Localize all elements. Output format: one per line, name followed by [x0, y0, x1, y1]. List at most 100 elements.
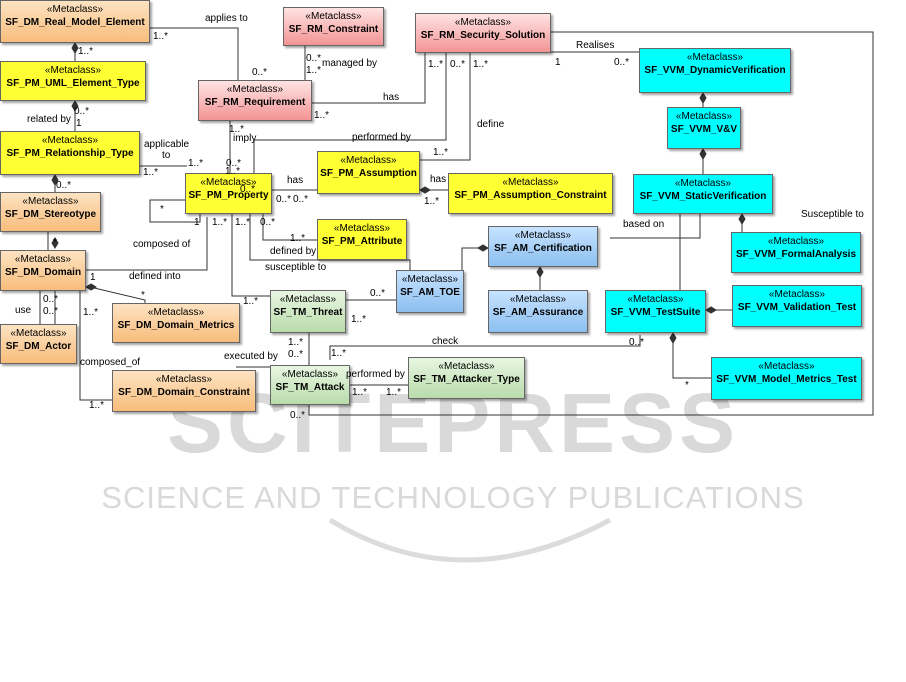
class-pm-attribute[interactable]: «Metaclass» SF_PM_Attribute — [317, 219, 407, 260]
multiplicity: 0..* — [293, 194, 309, 205]
class-real-model-element[interactable]: «Metaclass» SF_DM_Real_Model_Element — [0, 0, 150, 43]
multiplicity: 1..* — [78, 46, 94, 57]
class-vvm-static-verification[interactable]: «Metaclass» SF_VVM_StaticVerification — [633, 174, 773, 214]
multiplicity: 1..* — [225, 166, 241, 177]
multiplicity: 1..* — [428, 59, 444, 70]
class-name: SF_VVM_StaticVerification — [639, 191, 767, 202]
class-name: SF_VVM_FormalAnalysis — [735, 249, 857, 260]
multiplicity: 1..* — [229, 124, 245, 135]
stereotype-label: «Metaclass» — [14, 254, 72, 265]
class-dm-domain-constraint[interactable]: «Metaclass» SF_DM_Domain_Constraint — [112, 370, 256, 412]
multiplicity: 0..* — [240, 184, 256, 195]
multiplicity: * — [53, 237, 57, 248]
assoc-label-to: to — [162, 150, 171, 161]
class-name: SF_TM_Attacker_Type — [413, 374, 520, 385]
stereotype-label: «Metaclass» — [674, 178, 732, 189]
stereotype-label: «Metaclass» — [675, 111, 733, 122]
multiplicity: 0..* — [43, 294, 59, 305]
class-dm-stereotype[interactable]: «Metaclass» SF_DM_Stereotype — [0, 192, 101, 232]
multiplicity: 1..* — [351, 314, 367, 325]
assoc-label-realises: Realises — [576, 40, 615, 51]
assoc-label-has-constraint: has — [430, 174, 447, 185]
class-name: SF_PM_Assumption — [320, 168, 417, 179]
class-am-assurance[interactable]: «Metaclass» SF_AM_Assurance — [488, 290, 588, 333]
multiplicity: 1 — [194, 217, 200, 228]
stereotype-label: «Metaclass» — [340, 155, 397, 166]
multiplicity: 0..* — [629, 337, 645, 348]
stereotype-label: «Metaclass» — [333, 223, 391, 234]
class-vvm-model-metrics-test[interactable]: «Metaclass» SF_VVM_Model_Metrics_Test — [711, 357, 862, 400]
class-vvm-dynamic-verification[interactable]: «Metaclass» SF_VVM_DynamicVerification — [639, 48, 791, 93]
class-vvm-formal-analysis[interactable]: «Metaclass» SF_VVM_FormalAnalysis — [731, 232, 861, 273]
class-tm-threat[interactable]: «Metaclass» SF_TM_Threat — [270, 290, 346, 333]
class-uml-element-type[interactable]: «Metaclass» SF_PM_UML_Element_Type — [0, 61, 146, 101]
stereotype-label: «Metaclass» — [281, 369, 339, 380]
stereotype-label: «Metaclass» — [22, 196, 79, 207]
class-name: SF_AM_Assurance — [492, 307, 584, 318]
class-name: SF_VVM_DynamicVerification — [644, 65, 786, 76]
stereotype-label: «Metaclass» — [10, 328, 67, 339]
stereotype-label: «Metaclass» — [758, 361, 815, 372]
class-vvm-validation-test[interactable]: «Metaclass» SF_VVM_Validation_Test — [732, 285, 862, 327]
assoc-label-imply: imply — [233, 133, 257, 144]
multiplicity: 1..* — [424, 196, 440, 207]
stereotype-label: «Metaclass» — [305, 11, 362, 22]
multiplicity: 1..* — [153, 31, 169, 42]
class-tm-attacker-type[interactable]: «Metaclass» SF_TM_Attacker_Type — [408, 357, 525, 399]
class-name: SF_DM_Actor — [5, 341, 72, 352]
class-vvm-testsuite[interactable]: «Metaclass» SF_VVM_TestSuite — [605, 290, 706, 333]
class-pm-assumption[interactable]: «Metaclass» SF_PM_Assumption — [317, 151, 420, 194]
class-relationship-type[interactable]: «Metaclass» SF_PM_Relationship_Type — [0, 131, 140, 175]
watermark-swoosh — [328, 517, 612, 563]
stereotype-label: «Metaclass» — [502, 177, 559, 188]
class-rm-security-solution[interactable]: «Metaclass» SF_RM_Security_Solution — [415, 13, 551, 53]
class-pm-assumption-constraint[interactable]: «Metaclass» SF_PM_Assumption_Constraint — [448, 173, 613, 214]
class-name: SF_VVM_V&V — [670, 124, 738, 135]
class-dm-domain-metrics[interactable]: «Metaclass» SF_DM_Domain_Metrics — [112, 303, 240, 343]
multiplicity: 1..* — [290, 233, 306, 244]
assoc-label-define: define — [477, 119, 505, 130]
class-name: SF_TM_Threat — [273, 307, 343, 318]
multiplicity: 1 — [76, 118, 82, 129]
multiplicity: 0..* — [306, 53, 322, 64]
class-name: SF_PM_Attribute — [321, 236, 403, 247]
stereotype-label: «Metaclass» — [438, 361, 495, 372]
multiplicity: 0..* — [43, 306, 59, 317]
multiplicity: 0..* — [288, 349, 304, 360]
class-pm-property[interactable]: «Metaclass» SF_PM_Property — [185, 173, 272, 214]
stereotype-label: «Metaclass» — [686, 52, 744, 63]
class-am-certification[interactable]: «Metaclass» SF_AM_Certification — [488, 226, 598, 267]
class-name: SF_TM_Attack — [275, 382, 345, 393]
class-name: SF_VVM_Model_Metrics_Test — [716, 374, 857, 385]
class-dm-actor[interactable]: «Metaclass» SF_DM_Actor — [0, 324, 77, 364]
stereotype-label: «Metaclass» — [514, 230, 572, 241]
multiplicity: 1..* — [314, 110, 330, 121]
multiplicity: 1..* — [188, 158, 204, 169]
multiplicity: 1..* — [386, 387, 402, 398]
multiplicity: 1..* — [212, 217, 228, 228]
assoc-label-susceptible-to-cap: Susceptible to — [801, 209, 864, 220]
assoc-label-managed-by: managed by — [322, 58, 378, 69]
assoc-label-performed-by: performed by — [352, 132, 411, 143]
multiplicity: 1..* — [352, 387, 368, 398]
class-tm-attack[interactable]: «Metaclass» SF_TM_Attack — [270, 365, 350, 405]
class-rm-requirement[interactable]: «Metaclass» SF_RM_Requirement — [198, 80, 312, 121]
assoc-label-defined-by: defined by — [270, 246, 317, 257]
assoc-label-has: has — [383, 92, 400, 103]
multiplicity: 1..* — [473, 59, 489, 70]
stereotype-label: «Metaclass» — [226, 84, 284, 95]
multiplicity: 0..* — [450, 59, 466, 70]
class-name: SF_RM_Security_Solution — [420, 30, 546, 41]
multiplicity: 0..* — [74, 106, 90, 117]
class-dm-domain[interactable]: «Metaclass» SF_DM_Domain — [0, 250, 86, 291]
stereotype-label: «Metaclass» — [454, 17, 512, 28]
stereotype-label: «Metaclass» — [627, 294, 684, 305]
class-am-toe[interactable]: «Metaclass» SF_AM_TOE — [396, 270, 464, 313]
class-vvm-vv[interactable]: «Metaclass» SF_VVM_V&V — [667, 107, 741, 149]
multiplicity: 0..* — [252, 67, 268, 78]
class-rm-constraint[interactable]: «Metaclass» SF_RM_Constraint — [283, 7, 384, 46]
assoc-label-based-on: based on — [623, 219, 665, 230]
class-name: SF_DM_Stereotype — [4, 209, 97, 220]
multiplicity: 0..* — [290, 410, 306, 421]
stereotype-label: «Metaclass» — [509, 294, 567, 305]
